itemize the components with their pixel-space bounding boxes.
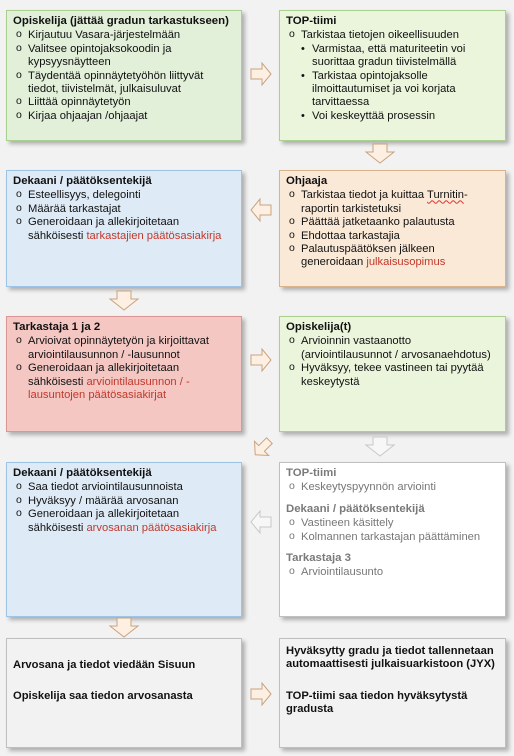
list-item: Arviointilausunto (286, 565, 499, 579)
list-item: Tarkistaa tiedot ja kuittaa Turnitin-rap… (286, 188, 499, 216)
supervisor-box: Ohjaaja Tarkistaa tiedot ja kuittaa Turn… (279, 170, 506, 287)
list-item: Kirjautuu Vasara-järjestelmään (13, 28, 235, 42)
box-title: Dekaani / päätöksentekijä (13, 467, 152, 479)
list-item: Generoidaan ja allekirjoitetaan sähköise… (13, 361, 235, 402)
list-item: Saa tiedot arviointilausunnoista (13, 480, 235, 494)
optional-list: Vastineen käsittely Kolmannen tarkastaja… (286, 516, 499, 544)
dean-grade-box: Dekaani / päätöksentekijä Saa tiedot arv… (6, 462, 242, 617)
optional-list: Keskeytyspyynnön arviointi (286, 480, 499, 494)
box-title: TOP-tiimi (286, 467, 337, 479)
sisu-line-2: Opiskelija saa tiedon arvosanasta (13, 690, 193, 703)
list-item-text: Generoidaan ja allekirjoitetaan sähköise… (28, 216, 180, 242)
arrow-down-icon (364, 143, 396, 164)
box-title: Tarkastaja 3 (286, 552, 352, 565)
list-item-text: Generoidaan ja allekirjoitetaan sähköise… (28, 508, 180, 534)
list-item-text: Tarkistaa tietojen oikeellisuuden (301, 29, 459, 42)
list-item: Kolmannen tarkastajan päättäminen (286, 530, 499, 544)
jyx-line-1: Hyväksytty gradu ja tiedot tallennetaan … (286, 645, 495, 671)
examiners-box: Tarkastaja 1 ja 2 Arvioivat opinnäytetyö… (6, 316, 242, 432)
supervisor-list: Tarkistaa tiedot ja kuittaa Turnitin-rap… (286, 188, 499, 270)
dean-grade-list: Saa tiedot arviointilausunnoista Hyväksy… (13, 480, 235, 535)
list-item: Generoidaan ja allekirjoitetaan sähköise… (13, 215, 235, 243)
jyx-line-2: TOP-tiimi saa tiedon hyväksytystä gradus… (286, 689, 468, 716)
student-submit-list: Kirjautuu Vasara-järjestelmään Valitsee … (13, 28, 235, 123)
list-item-text: -raportin tarkistetuksi (301, 189, 468, 215)
list-item: Generoidaan ja allekirjoitetaan sähköise… (13, 507, 235, 535)
arrow-left-faded-icon (250, 509, 272, 535)
list-item: Valitsee opintojaksokoodin ja kypsyysnäy… (13, 42, 235, 70)
list-item: Vastineen käsittely (286, 516, 499, 530)
list-item: Palautuspäätöksen jälkeen generoidaan ju… (286, 242, 499, 270)
arrow-right-icon (250, 681, 272, 707)
student-receive-box: Opiskelija(t) Arvioinnin vastaanotto (ar… (279, 316, 506, 432)
sisu-box: Arvosana ja tiedot viedään Sisuun Opiske… (6, 638, 242, 748)
list-item: Tarkistaa tietojen oikeellisuuden Varmis… (286, 28, 499, 124)
arrow-right-icon (250, 61, 272, 87)
list-item: Varmistaa, että maturiteetin voi suoritt… (286, 43, 499, 70)
top-team-check-box: TOP-tiimi Tarkistaa tietojen oikeellisuu… (279, 10, 506, 141)
jyx-box: Hyväksytty gradu ja tiedot tallennetaan … (279, 638, 506, 748)
list-item-text: Palautuspäätöksen jälkeen generoidaan (301, 243, 435, 269)
list-item: Hyväksyy, tekee vastineen tai pyytää kes… (286, 361, 499, 389)
list-item: Päättää jatketaanko palautusta (286, 215, 499, 229)
list-item: Arvioinnin vastaanotto (arviointilausunn… (286, 334, 499, 362)
optional-list: Arviointilausunto (286, 565, 499, 579)
list-item: Arvioivat opinnäytetyön ja kirjoittavat … (13, 334, 235, 362)
list-item: Ehdottaa tarkastajia (286, 229, 499, 243)
box-title: Tarkastaja 1 ja 2 (13, 321, 101, 333)
document-link-text: arvosanan päätösasiakirja (86, 521, 217, 534)
arrow-down-icon (108, 617, 140, 638)
list-item: Esteellisyys, delegointi (13, 188, 235, 202)
list-item: Määrää tarkastajat (13, 202, 235, 216)
box-title: TOP-tiimi (286, 15, 337, 27)
arrow-down-faded-icon (364, 436, 396, 457)
sisu-line-1: Arvosana ja tiedot viedään Sisuun (13, 659, 196, 671)
list-item: Hyväksyy / määrää arvosanan (13, 494, 235, 508)
document-link-text: arviointilausunnon / -lausuntojen päätös… (28, 375, 190, 402)
list-item: Tarkistaa opintojaksolle ilmoittautumise… (286, 70, 499, 110)
student-receive-list: Arvioinnin vastaanotto (arviointilausunn… (286, 334, 499, 389)
list-item-text: Tarkistaa tiedot ja kuittaa (301, 189, 428, 202)
box-title: Opiskelija(t) (286, 321, 352, 333)
examiners-list: Arvioivat opinnäytetyön ja kirjoittavat … (13, 334, 235, 402)
dean-assign-box: Dekaani / päätöksentekijä Esteellisyys, … (6, 170, 242, 287)
box-title: Opiskelija (jättää gradun tarkastukseen) (13, 15, 229, 27)
box-title: Dekaani / päätöksentekijä (13, 175, 152, 187)
optional-steps-box: TOP-tiimi Keskeytyspyynnön arviointi Dek… (279, 462, 506, 617)
student-submit-box: Opiskelija (jättää gradun tarkastukseen)… (6, 10, 242, 141)
list-item: Keskeytyspyynnön arviointi (286, 480, 499, 494)
arrow-down-left-icon (253, 437, 273, 457)
list-item: Liittää opinnäytetyön (13, 95, 235, 109)
list-item: Täydentää opinnäytetyöhön liittyvät tied… (13, 69, 235, 97)
turnitin-text: Turnitin (427, 189, 464, 202)
box-title: Dekaani / päätöksentekijä (286, 502, 425, 515)
dean-assign-list: Esteellisyys, delegointi Määrää tarkasta… (13, 188, 235, 243)
box-title: Ohjaaja (286, 175, 328, 187)
top-team-list: Tarkistaa tietojen oikeellisuuden Varmis… (286, 28, 499, 124)
document-link-text: julkaisusopimus (366, 256, 446, 269)
list-item: Voi keskeyttää prosessin (286, 110, 499, 124)
arrow-down-icon (108, 290, 140, 311)
document-link-text: tarkastajien päätösasiakirja (86, 229, 222, 242)
list-item: Kirjaa ohjaajan /ohjaajat (13, 109, 235, 123)
arrow-left-icon (250, 197, 272, 223)
arrow-right-icon (250, 347, 272, 373)
list-item-text: Generoidaan ja allekirjoitetaan sähköise… (28, 362, 180, 388)
top-team-sublist: Varmistaa, että maturiteetin voi suoritt… (286, 43, 499, 124)
